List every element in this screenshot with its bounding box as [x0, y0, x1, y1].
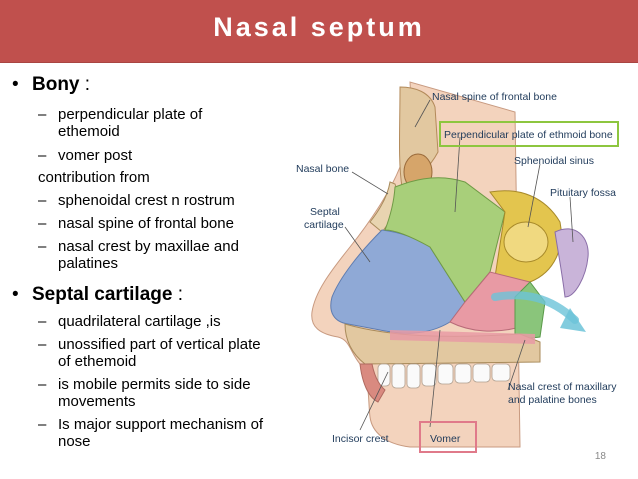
bony-item-1: – perpendicular plate of ethemoid [38, 106, 203, 140]
item-line: nasal spine of frontal bone [58, 215, 234, 232]
item-line: nose [58, 433, 91, 450]
label-perpendicular-plate: Perpendicular plate of ethmoid bone [444, 129, 613, 141]
sphenoidal-sinus [503, 221, 549, 263]
item-line: perpendicular plate of [58, 106, 203, 123]
bony-item-4: – nasal spine of frontal bone [38, 215, 234, 232]
highlight-box-vomer [419, 421, 477, 453]
septal-suffix: : [172, 284, 184, 305]
item-line: is mobile permits side to side [58, 376, 251, 393]
label-nasal-crest-line1: Nasal crest of maxillary [508, 381, 617, 393]
bullet-bony: • Bony : [12, 74, 91, 96]
leader-lines [344, 99, 574, 431]
item-line: unossified part of vertical plate [58, 336, 261, 353]
item-line: of ethemoid [58, 353, 137, 370]
nasal-crest-strip [390, 330, 535, 344]
label-incisor-crest: Incisor crest [332, 433, 389, 445]
septal-item-4: – Is major support mechanism of nose [38, 416, 264, 450]
dash: – [38, 192, 47, 209]
dash: – [38, 147, 47, 164]
pituitary-fossa-region [554, 228, 589, 298]
dash: – [38, 313, 47, 330]
bullet-point: • [12, 74, 19, 95]
dash: – [38, 106, 47, 123]
item-line: quadrilateral cartilage ,is [58, 313, 221, 330]
upper-lip [359, 363, 386, 403]
item-line: sphenoidal crest n rostrum [58, 192, 235, 209]
item-line: nasal crest by maxillae and [58, 238, 239, 255]
label-nasal-crest-line2: and palatine bones [508, 394, 597, 406]
perpendicular-plate-region [384, 177, 506, 303]
dash: – [38, 416, 47, 433]
bullet-point: • [12, 284, 19, 305]
label-vomer: Vomer [430, 433, 461, 445]
dash: – [38, 215, 47, 232]
label-pituitary: Pituitary fossa [550, 187, 616, 199]
bony-suffix: : [79, 74, 91, 95]
septal-heading: Septal cartilage [32, 284, 173, 305]
contribution-text: contribution from [38, 169, 150, 186]
septal-item-1: – quadrilateral cartilage ,is [38, 313, 221, 330]
bony-item-3: – sphenoidal crest n rostrum [38, 192, 235, 209]
page-number: 18 [594, 451, 606, 462]
airflow-arrowhead [560, 308, 586, 332]
item-line: movements [58, 393, 136, 410]
nasal-septum-diagram: Nasal spine of frontal bone Perpendicula… [296, 81, 619, 453]
dash: – [38, 376, 47, 393]
dash: – [38, 336, 47, 353]
bony-item-2: – vomer post [38, 147, 133, 164]
label-nasal-spine: Nasal spine of frontal bone [432, 91, 557, 103]
vomer-region [449, 271, 531, 332]
label-sphenoidal-sinus: Sphenoidal sinus [514, 155, 594, 167]
bony-heading: Bony [32, 74, 80, 95]
title-bar: Nasal septum [0, 0, 638, 63]
label-nasal-bone: Nasal bone [296, 163, 349, 175]
label-septal: Septal [310, 206, 340, 218]
septal-item-2: – unossified part of vertical plate of e… [38, 336, 261, 370]
bullet-septal: • Septal cartilage : [12, 284, 184, 306]
item-line: vomer post [58, 147, 133, 164]
slide-title: Nasal septum [213, 11, 425, 42]
dash: – [38, 238, 47, 255]
label-cartilage: cartilage [304, 219, 344, 231]
item-line: palatines [58, 255, 119, 272]
highlight-box-perpendicular [439, 121, 619, 147]
item-line: ethemoid [58, 123, 120, 140]
septal-item-3: – is mobile permits side to side movemen… [38, 376, 251, 410]
item-line: Is major support mechanism of [58, 416, 264, 433]
bony-item-5: – nasal crest by maxillae and palatines [38, 238, 239, 272]
teeth [377, 363, 511, 389]
